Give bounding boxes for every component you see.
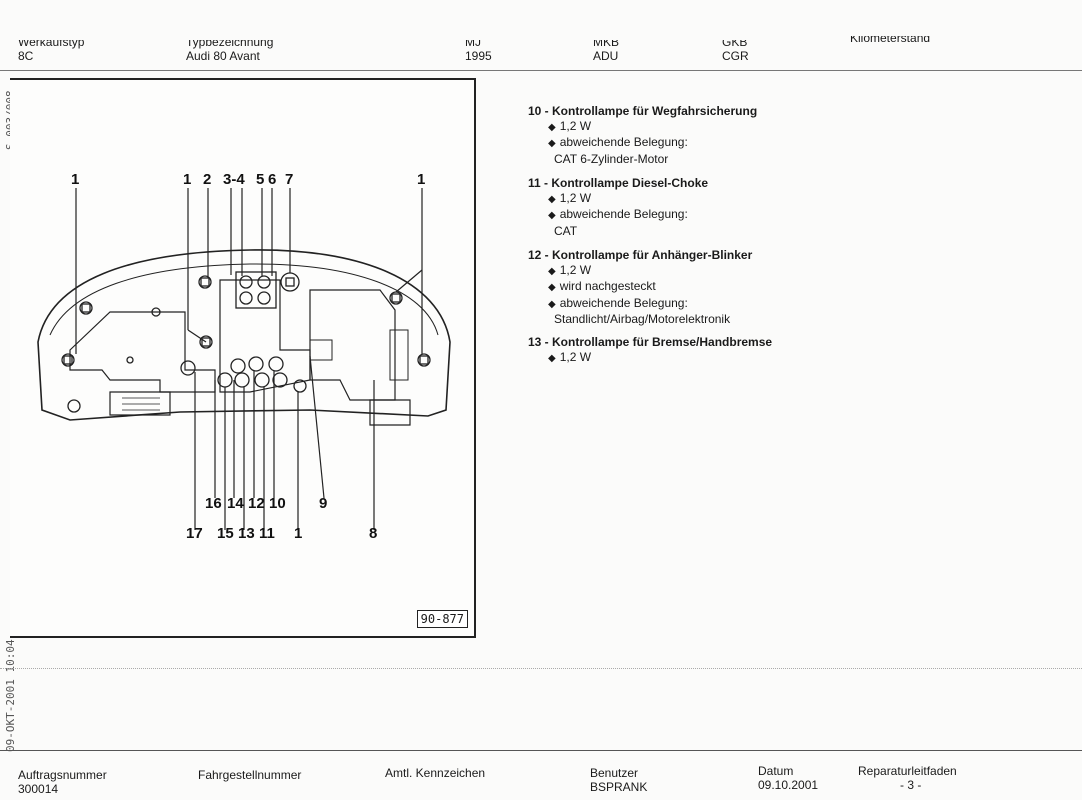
callout-14: 14 [227,495,244,512]
description-line: 1,2 W [528,263,752,280]
footer-value-benutzer: BSPRANK [590,780,648,794]
header-value-gkb: CGR [722,49,749,63]
callout-9: 9 [319,495,327,512]
description-line: Standlicht/Airbag/Motorelektronik [554,312,731,326]
header-value-werkaufstyp: 8C [18,49,34,63]
description-line: 1,2 W [528,119,757,136]
description-title: 11 - Kontrollampe Diesel-Choke [528,176,709,190]
description-line: 1,2 W [528,191,708,208]
description-line: CAT [554,223,578,238]
footer-value-page: - 3 - [900,778,922,792]
description-item-13: 13 - Kontrollampe für Bremse/Handbremse … [528,335,772,366]
instrument-cluster-diagram: 1 1 2 3-4 5 6 7 1 16 14 12 10 9 17 15 13… [37,171,451,542]
header-value-typbezeichnung: Audi 80 Avant [186,49,260,63]
description-line: abweichende Belegung: [528,296,752,313]
header-label-werkaufstyp: Werkaufstyp [18,35,85,49]
callout-15: 15 [217,525,234,542]
footer-value-datum: 09.10.2001 [758,778,819,792]
callout-1-left: 1 [71,171,79,188]
header-label-gkb: GKB [722,35,748,49]
header-label-kilometerstand: Kilometerstand [850,31,931,45]
description-title: 12 - Kontrollampe für Anhänger-Blinker [528,248,753,262]
description-title: 10 - Kontrollampe für Wegfahrsicherung [528,104,758,118]
header-value-mj: 1995 [465,49,492,63]
description-title: 13 - Kontrollampe für Bremse/Handbremse [528,335,773,349]
callout-6: 6 [268,171,276,188]
fax-time-stamp: 09-OKT-2001 10:04 [4,639,17,752]
footer-value-auftragsnummer: 300014 [18,782,59,796]
callout-10: 10 [269,495,286,512]
callout-5: 5 [256,171,264,188]
callout-16: 16 [205,495,222,512]
callout-1-right: 1 [417,171,425,188]
callout-1-bottom: 1 [294,525,302,542]
description-item-11: 11 - Kontrollampe Diesel-Choke 1,2 W abw… [528,176,708,238]
footer-label-auftragsnummer: Auftragsnummer [18,768,107,782]
callout-17: 17 [186,525,203,542]
description-item-10: 10 - Kontrollampe für Wegfahrsicherung 1… [528,104,757,166]
footer-label-datum: Datum [758,764,794,778]
callout-7: 7 [285,171,293,188]
footer-label-kennzeichen: Amtl. Kennzeichen [385,766,486,780]
header-rule [0,70,1082,71]
footer-label-fahrgestellnummer: Fahrgestellnummer [198,768,302,782]
callout-13: 13 [238,525,255,542]
header-value-mkb: ADU [593,49,619,63]
description-line: abweichende Belegung: [528,207,708,224]
footer-label-reparaturleitfaden: Reparaturleitfaden [858,764,957,778]
callout-8: 8 [369,525,377,542]
figure-number: 90-877 [416,610,468,628]
description-line: abweichende Belegung: [528,135,757,152]
description-line: 1,2 W [528,350,772,367]
footer-rule [0,750,1082,751]
header-label-mkb: MKB [593,35,620,49]
description-item-12: 12 - Kontrollampe für Anhänger-Blinker 1… [528,248,752,327]
description-line: CAT 6-Zylinder-Motor [554,151,669,166]
callout-11: 11 [259,525,275,542]
header-label-mj: MJ [465,35,481,49]
callout-1-center: 1 [183,171,191,188]
scan-noise-line [0,668,1082,669]
description-line: wird nachgesteckt [528,279,752,296]
callout-12: 12 [248,495,265,512]
callout-2: 2 [203,171,211,188]
footer-label-benutzer: Benutzer [590,766,639,780]
callout-3-4: 3-4 [223,171,245,188]
header-label-typbezeichnung: Typbezeichnung [186,35,274,49]
instrument-cluster-figure: 1 1 2 3-4 5 6 7 1 16 14 12 10 9 17 15 13… [10,78,476,638]
